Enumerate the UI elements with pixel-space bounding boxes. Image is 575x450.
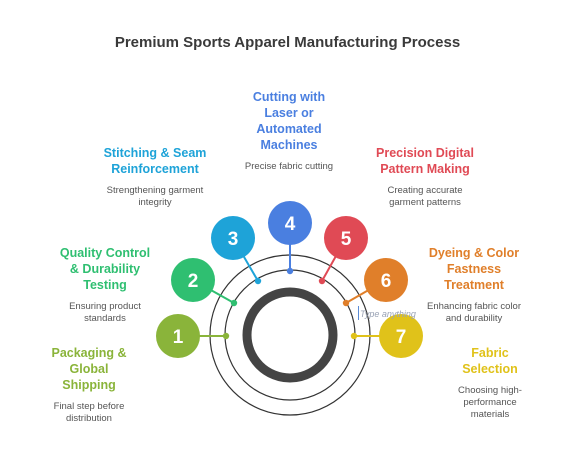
step-label-6: Dyeing & Color Fastness Treatment Enhanc… — [422, 245, 526, 325]
connector-dot-1 — [222, 332, 230, 340]
bubble-circle — [364, 258, 408, 302]
connector-dot-5 — [318, 277, 326, 285]
step-number: 2 — [188, 271, 199, 292]
center-ring — [242, 287, 338, 383]
step-title: Precision Digital Pattern Making — [376, 146, 474, 176]
step-number: 1 — [173, 327, 184, 348]
step-title: Fabric Selection — [462, 346, 518, 376]
step-description: Final step before distribution — [53, 401, 125, 424]
step-label-7: Fabric Selection Choosing high-performan… — [446, 345, 534, 421]
bubble-circle — [156, 314, 200, 358]
outer-ring — [209, 254, 371, 416]
connector-dot-4 — [286, 267, 294, 275]
step-description: Choosing high-performance materials — [458, 385, 522, 420]
step-label-2: Quality Control & Durability Testing Ens… — [54, 245, 156, 325]
step-description: Strengthening garment integrity — [106, 185, 204, 208]
connector-dot-2 — [230, 299, 238, 307]
step-bubble-5: 5 — [324, 216, 368, 260]
step-number: 6 — [381, 271, 392, 292]
step-number: 7 — [396, 327, 407, 348]
step-description: Creating accurate garment patterns — [387, 185, 463, 208]
diagram-title: Premium Sports Apparel Manufacturing Pro… — [114, 34, 461, 51]
bubble-circle — [268, 201, 312, 245]
step-number: 3 — [228, 229, 239, 250]
bubble-circle — [211, 216, 255, 260]
step-title: Dyeing & Color Fastness Treatment — [428, 246, 520, 292]
text-input-placeholder[interactable]: Type anything — [360, 309, 416, 319]
bubble-circle — [379, 314, 423, 358]
connector-dot-3 — [254, 277, 262, 285]
step-bubble-1: 1 — [156, 314, 200, 358]
step-label-4: Cutting with Laser or Automated Machines… — [240, 89, 338, 173]
step-title: Stitching & Seam Reinforcement — [103, 146, 207, 176]
text-caret — [358, 306, 359, 320]
step-bubble-4: 4 — [268, 201, 312, 245]
step-title: Cutting with Laser or Automated Machines — [252, 90, 326, 152]
step-bubble-7: 7 — [379, 314, 423, 358]
step-title: Packaging & Global Shipping — [51, 346, 127, 392]
step-number: 4 — [285, 214, 296, 235]
step-bubbles: 1 2 3 4 5 6 7 — [156, 201, 423, 358]
step-description: Ensuring product standards — [69, 301, 141, 324]
connector-dot-7 — [350, 332, 358, 340]
connector-dot-6 — [342, 299, 350, 307]
step-bubble-2: 2 — [171, 258, 215, 302]
step-description: Precise fabric cutting — [244, 161, 334, 172]
step-label-1: Packaging & Global Shipping Final step b… — [44, 345, 134, 425]
step-label-3: Stitching & Seam Reinforcement Strengthe… — [103, 145, 207, 209]
step-bubble-3: 3 — [211, 216, 255, 260]
bubble-circle — [171, 258, 215, 302]
step-number: 5 — [341, 229, 352, 250]
step-bubble-6: 6 — [364, 258, 408, 302]
step-title: Quality Control & Durability Testing — [59, 246, 151, 292]
step-description: Enhancing fabric color and durability — [427, 301, 521, 324]
bubble-circle — [324, 216, 368, 260]
step-label-5: Precision Digital Pattern Making Creatin… — [375, 145, 475, 209]
